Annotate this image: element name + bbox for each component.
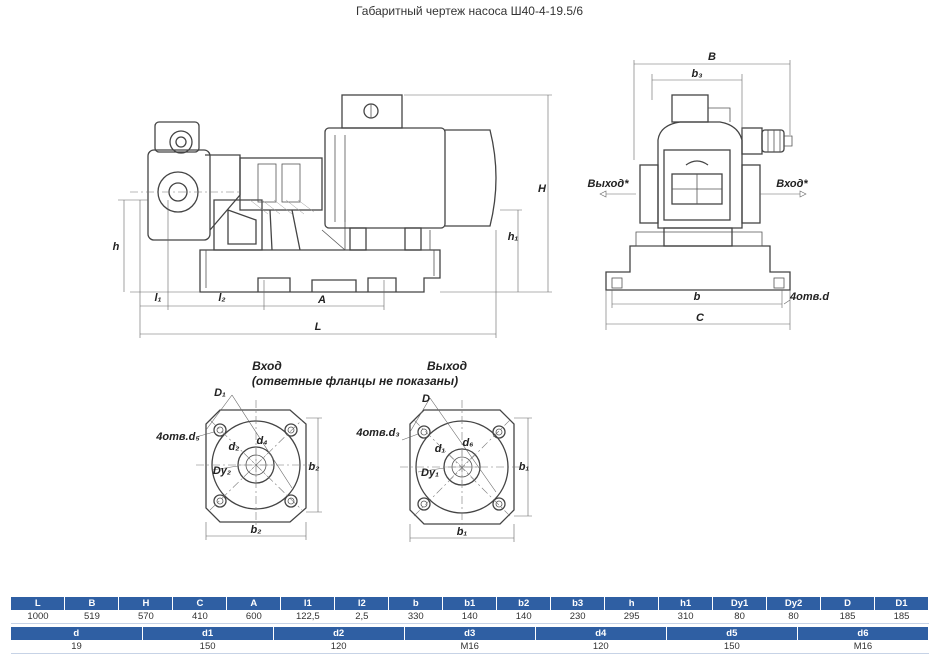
table-cell: M16 — [404, 640, 536, 654]
table-header-cell: L — [11, 597, 66, 610]
outlet-d-bolt: d₁ — [435, 443, 446, 455]
table-cell: 570 — [118, 610, 173, 624]
table-header-cell: d3 — [404, 627, 536, 640]
outlet-caption: Выход — [427, 359, 467, 373]
holes-label: 4отв.d — [789, 291, 829, 303]
inlet-b-vertical: b₂ — [309, 461, 320, 473]
table-cell: 310 — [658, 610, 713, 624]
dim-b: b — [694, 291, 701, 303]
inlet-d-inner: d₄ — [256, 435, 267, 447]
inlet-Dy: Dy₂ — [213, 465, 231, 477]
dim-H: H — [538, 183, 547, 195]
table-cell: 410 — [172, 610, 227, 624]
outlet-Dy: Dy₁ — [421, 467, 439, 479]
dim-b3: b₃ — [692, 68, 703, 80]
table-header-row-2: d d1 d2 d3 d4 d5 d6 — [11, 627, 930, 640]
inlet-caption: Вход — [252, 359, 282, 373]
dim-l1: l₁ — [155, 292, 162, 304]
table-header-cell: Dy2 — [766, 597, 822, 610]
table-cell: 150 — [666, 640, 798, 654]
table-cell: 80 — [712, 610, 767, 624]
table-header-cell: b2 — [496, 597, 552, 610]
table-header-cell: Dy1 — [712, 597, 768, 610]
inlet-d-bolt: d₂ — [229, 441, 240, 453]
table-header-cell: B — [64, 597, 120, 610]
outlet-b-horizontal: b₁ — [457, 526, 468, 538]
table-header-cell: H — [118, 597, 174, 610]
table-header-cell: d5 — [666, 627, 798, 640]
table-cell: 295 — [604, 610, 659, 624]
dimension-drawing: l₁ l₂ A L h h₁ H — [113, 51, 829, 542]
dim-h1: h₁ — [508, 231, 519, 243]
outlet-b-vertical: b₁ — [519, 461, 530, 473]
inlet-flange-view: Вход (ответные фланцы не показаны) D₁ 4о… — [155, 359, 458, 540]
table-cell: 230 — [550, 610, 605, 624]
table-value-row-2: 19 150 120 M16 120 150 M16 — [11, 640, 929, 654]
front-view: Выход* Вход* B b₃ b C 4отв.d — [588, 51, 829, 330]
table-header-cell: d2 — [273, 627, 405, 640]
table-cell: 600 — [226, 610, 281, 624]
table-header-cell: l1 — [280, 597, 336, 610]
table-header-cell: d1 — [142, 627, 274, 640]
dimensions-table: L B H C A l1 l2 b b1 b2 b3 h h1 Dy1 Dy2 … — [11, 597, 929, 624]
table-header-cell: d4 — [535, 627, 667, 640]
table-header-cell: b3 — [550, 597, 606, 610]
inlet-b-horizontal: b₂ — [251, 524, 262, 536]
table-cell: 2,5 — [334, 610, 389, 624]
inlet-D: D₁ — [214, 387, 226, 399]
inlet-label: Вход* — [776, 178, 808, 190]
table-cell: 140 — [442, 610, 497, 624]
inlet-holes: 4отв.d₅ — [155, 431, 200, 443]
table-value-row-1: 1000 519 570 410 600 122,5 2,5 330 140 1… — [11, 610, 929, 624]
outlet-holes: 4отв.d₃ — [355, 427, 399, 439]
dimensions-table-2: d d1 d2 d3 d4 d5 d6 19 150 120 M16 120 1… — [11, 627, 930, 654]
table-cell: 330 — [388, 610, 443, 624]
table-header-cell: d6 — [797, 627, 930, 640]
table-cell: 519 — [64, 610, 119, 624]
table-cell: 150 — [142, 640, 274, 654]
table-cell: 120 — [273, 640, 405, 654]
table-header-cell: l2 — [334, 597, 390, 610]
table-cell: 19 — [11, 640, 143, 654]
dim-C: C — [696, 312, 705, 324]
table-header-cell: d — [11, 627, 143, 640]
table-header-cell: h1 — [658, 597, 714, 610]
table-cell: 185 — [874, 610, 929, 624]
dim-l2: l₂ — [218, 292, 225, 304]
table-header-cell: D — [820, 597, 875, 610]
table-cell: 122,5 — [280, 610, 335, 624]
dim-A: A — [317, 294, 326, 306]
table-cell: M16 — [797, 640, 929, 654]
outlet-label: Выход* — [588, 178, 630, 190]
page-title: Габаритный чертеж насоса Ш40-4-19.5/6 — [355, 4, 584, 18]
outlet-flange-view: Выход D 4отв.d₃ d₁ d₆ Dy₁ b₁ b₁ — [355, 359, 532, 542]
outlet-D: D — [422, 393, 430, 405]
table-cell: 140 — [496, 610, 551, 624]
dim-L: L — [315, 321, 322, 333]
table-header-cell: b1 — [442, 597, 498, 610]
table-header-cell: C — [172, 597, 228, 610]
table-header-cell: D1 — [874, 597, 929, 610]
dim-B: B — [708, 51, 716, 63]
table-header-cell: h — [604, 597, 660, 610]
side-view: l₁ l₂ A L h h₁ H — [113, 94, 552, 338]
table-header-row-1: L B H C A l1 l2 b b1 b2 b3 h h1 Dy1 Dy2 … — [11, 597, 929, 610]
table-cell: 185 — [820, 610, 875, 624]
flange-note: (ответные фланцы не показаны) — [252, 374, 458, 388]
table-cell: 1000 — [11, 610, 65, 624]
table-cell: 80 — [766, 610, 821, 624]
table-header-cell: b — [388, 597, 444, 610]
table-cell: 120 — [535, 640, 667, 654]
outlet-d-inner: d₆ — [462, 437, 474, 449]
dim-h: h — [113, 241, 120, 253]
table-header-cell: A — [226, 597, 282, 610]
